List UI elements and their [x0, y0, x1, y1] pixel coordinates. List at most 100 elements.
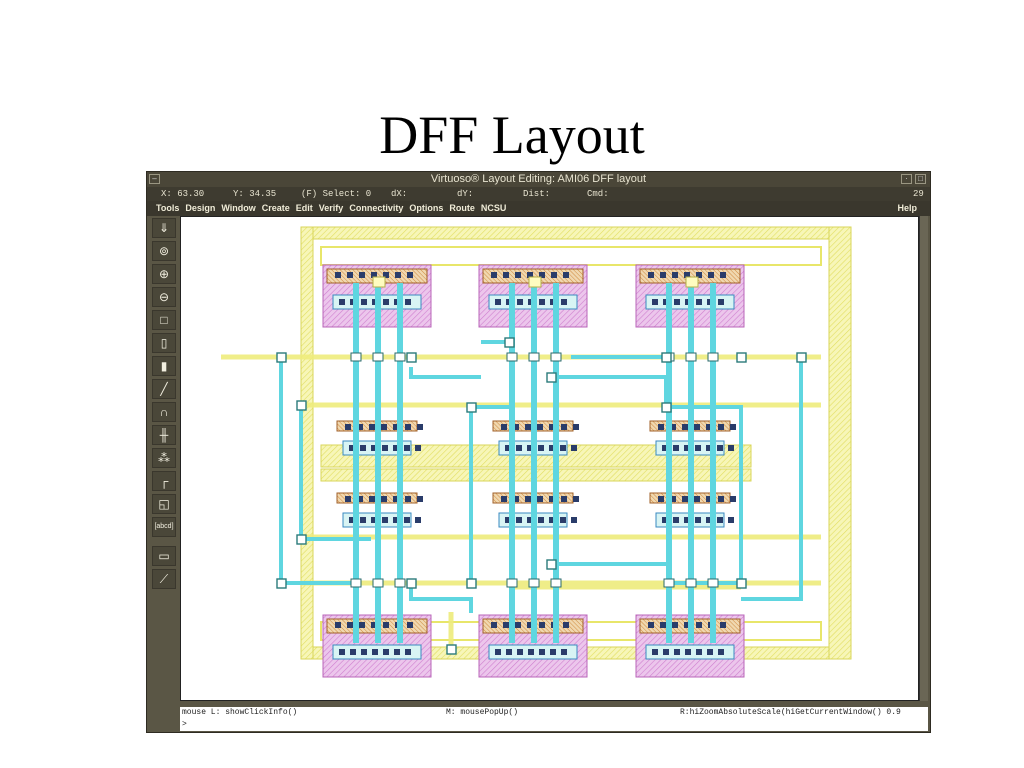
contact [361, 649, 367, 655]
command-prompt[interactable]: > [180, 719, 928, 731]
contact [381, 496, 387, 502]
contact [670, 496, 676, 502]
menu-edit[interactable]: Edit [295, 203, 313, 213]
contact [505, 445, 511, 451]
via-2 [296, 534, 307, 545]
contact [694, 424, 700, 430]
menu-create[interactable]: Create [261, 203, 290, 213]
property-icon[interactable]: ▭ [152, 546, 176, 566]
contact [404, 517, 410, 523]
contact [360, 517, 366, 523]
contact [539, 272, 545, 278]
layout-canvas[interactable] [180, 216, 919, 701]
contact [718, 299, 724, 305]
maximize-icon[interactable]: □ [915, 174, 926, 184]
contact [369, 424, 375, 430]
stretch-icon[interactable]: □ [152, 310, 176, 330]
gate-column-2-1 [688, 283, 694, 643]
contact [706, 496, 712, 502]
contact [538, 517, 544, 523]
path-icon[interactable]: ╱ [152, 379, 176, 399]
menu-tools[interactable]: Tools [156, 203, 180, 213]
contact [685, 649, 691, 655]
via [350, 352, 362, 362]
via [394, 352, 406, 362]
contact [383, 622, 389, 628]
contact [347, 622, 353, 628]
instance-icon[interactable]: ◱ [152, 494, 176, 514]
contact [516, 517, 522, 523]
contact [696, 622, 702, 628]
via [528, 578, 540, 588]
contact [538, 445, 544, 451]
via [350, 578, 362, 588]
save-icon[interactable]: ⇓ [152, 218, 176, 238]
probe-icon[interactable]: ⁂ [152, 448, 176, 468]
menu-verify[interactable]: Verify [318, 203, 344, 213]
contact [696, 649, 702, 655]
via [372, 578, 384, 588]
arc-icon[interactable]: ∩ [152, 402, 176, 422]
contact [708, 272, 714, 278]
contact [417, 424, 423, 430]
copy-icon[interactable]: ▯ [152, 333, 176, 353]
contact [383, 299, 389, 305]
contact [505, 517, 511, 523]
delete-icon[interactable]: ⟋ [152, 569, 176, 589]
contact [516, 445, 522, 451]
via [550, 352, 562, 362]
coordinate-statusbar: X: 63.30 Y: 34.35 (F) Select: 0 dX: dY: … [147, 187, 930, 201]
contact [660, 272, 666, 278]
menu-help[interactable]: Help [897, 203, 917, 213]
zoom-in-icon[interactable]: ⊕ [152, 264, 176, 284]
contact [728, 445, 734, 451]
layout-drawing [221, 226, 852, 678]
menu-route[interactable]: Route [449, 203, 475, 213]
menu-ncsu[interactable]: NCSU [480, 203, 507, 213]
via-16 [504, 337, 515, 348]
contact [359, 622, 365, 628]
label-tool[interactable]: [abcd] [152, 517, 176, 537]
wire-icon[interactable]: ┌ [152, 471, 176, 491]
minimize-icon[interactable]: · [901, 174, 912, 184]
contact [658, 496, 664, 502]
contact [720, 272, 726, 278]
contact [393, 517, 399, 523]
contact [682, 424, 688, 430]
contact [371, 272, 377, 278]
contact [717, 517, 723, 523]
contact [357, 496, 363, 502]
contact [573, 424, 579, 430]
menu-window[interactable]: Window [221, 203, 256, 213]
contact [695, 445, 701, 451]
contact [495, 299, 501, 305]
via-10 [661, 352, 672, 363]
contact [372, 649, 378, 655]
menu-design[interactable]: Design [185, 203, 216, 213]
menu-connectivity[interactable]: Connectivity [349, 203, 404, 213]
contact [706, 445, 712, 451]
window-menu-icon[interactable]: – [149, 174, 160, 184]
window-titlebar[interactable]: – Virtuoso® Layout Editing: AMI06 DFF la… [147, 172, 930, 187]
contact [728, 517, 734, 523]
contact [404, 445, 410, 451]
vertical-scrollbar[interactable] [919, 216, 928, 701]
via [506, 352, 518, 362]
contact [517, 299, 523, 305]
contact [405, 299, 411, 305]
vias [276, 276, 807, 655]
via-3 [276, 578, 287, 589]
icon-toolbar: ⇓ ⊚ ⊕ ⊖ □ ▯ ▮ ╱ ∩ ╫ ⁂ ┌ ◱ [abcd] ▭ ⟋ [149, 216, 179, 711]
move-icon[interactable]: ▮ [152, 356, 176, 376]
ruler-icon[interactable]: ╫ [152, 425, 176, 445]
zoom-fit-icon[interactable]: ⊚ [152, 241, 176, 261]
menu-options[interactable]: Options [409, 203, 444, 213]
contact [682, 496, 688, 502]
zoom-out-icon[interactable]: ⊖ [152, 287, 176, 307]
contact [491, 272, 497, 278]
contact [563, 622, 569, 628]
contact [527, 622, 533, 628]
contact [407, 272, 413, 278]
via-6 [466, 402, 477, 413]
via-4 [406, 352, 417, 363]
